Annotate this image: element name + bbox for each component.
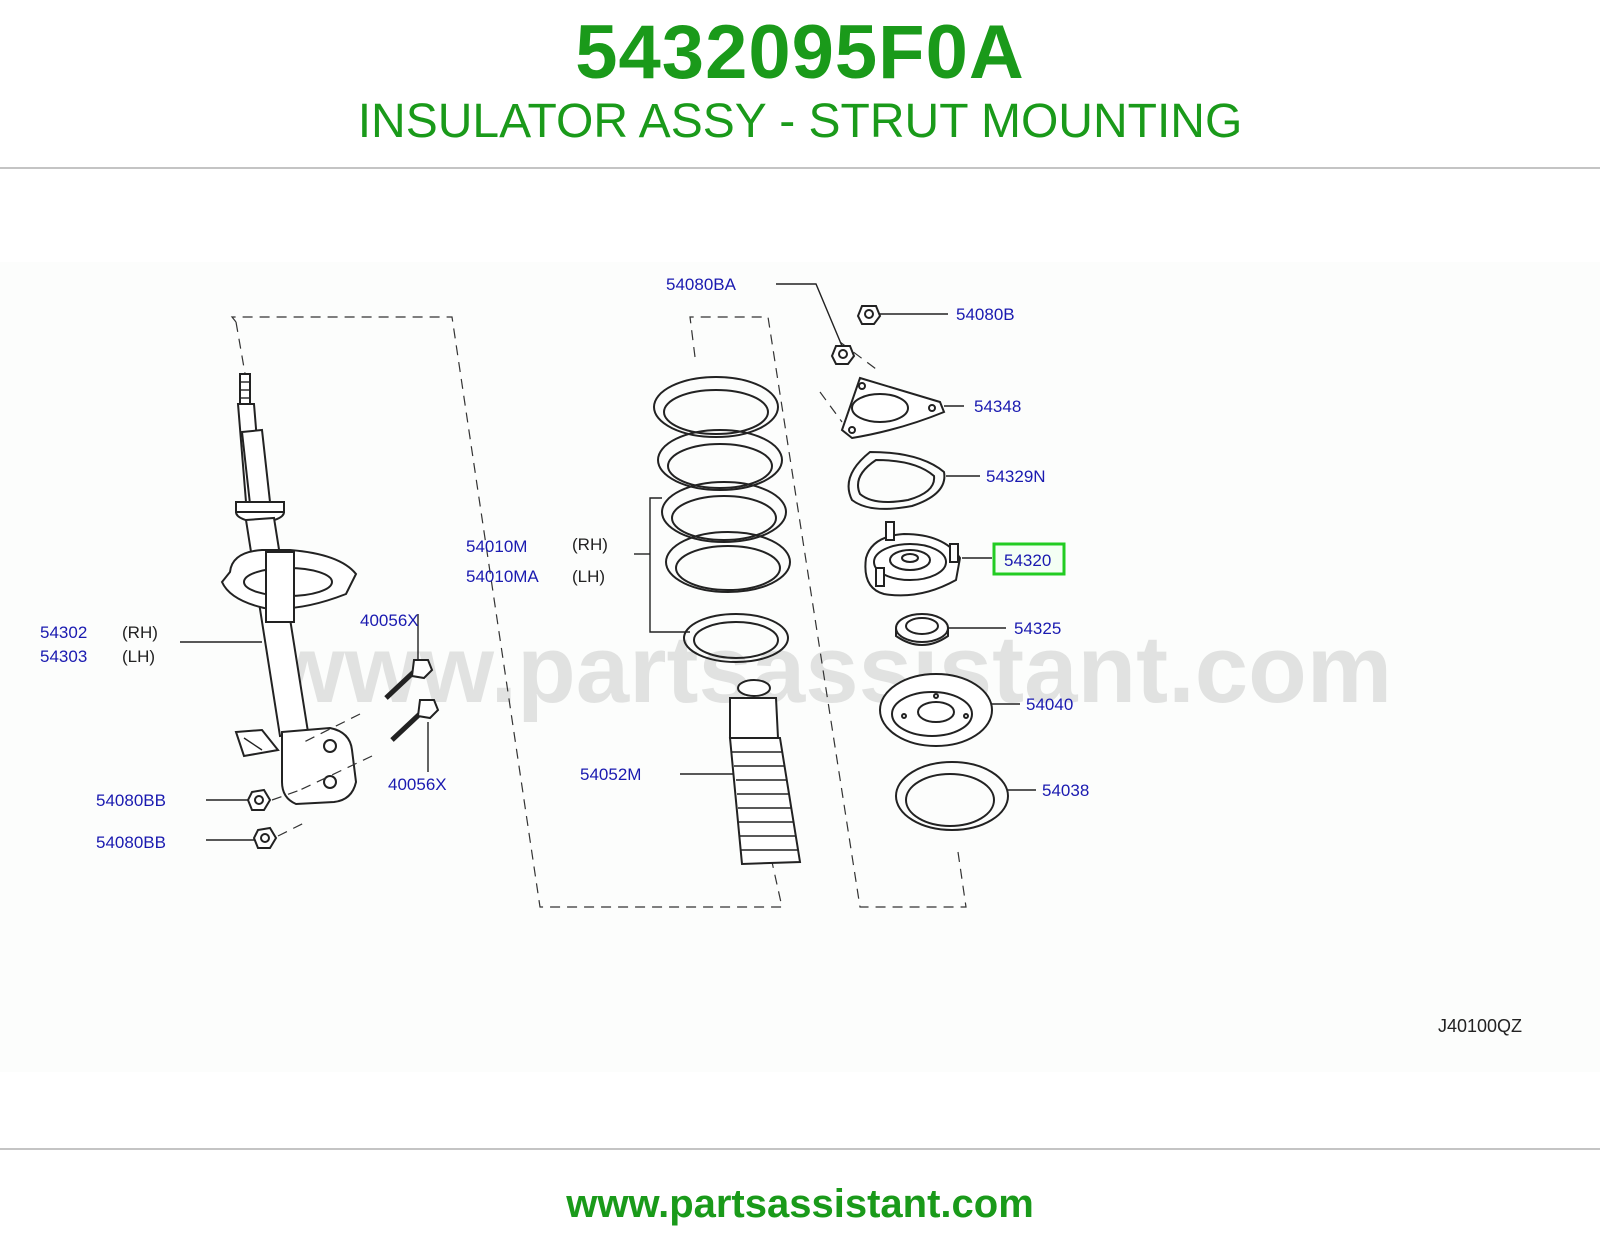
gasket-54329n-part[interactable] (847, 450, 946, 510)
rubber-seat-54038-part[interactable] (895, 761, 1009, 831)
label-54080ba[interactable]: 54080BA (666, 275, 737, 294)
label-54010ma[interactable]: 54010MA (466, 567, 539, 586)
side-rh-strut: (RH) (122, 623, 158, 642)
watermark-text: www.partsassistant.com (269, 616, 1392, 723)
part-number-title: 5432095F0A (575, 10, 1025, 95)
insulator-assy-54320-part[interactable] (864, 521, 962, 597)
strut-assembly-part[interactable] (220, 373, 358, 806)
header-divider (0, 167, 1600, 169)
side-lh-spring: (LH) (572, 567, 605, 586)
label-54329n[interactable]: 54329N (986, 467, 1046, 486)
label-54080bb-lower[interactable]: 54080BB (96, 833, 166, 852)
nut-54080ba-part[interactable] (830, 345, 856, 365)
rod-thread (239, 373, 251, 405)
side-lh-strut: (LH) (122, 647, 155, 666)
mount-plate-54348-part[interactable] (840, 376, 946, 440)
nut-54080bb-lower-part[interactable] (252, 826, 278, 849)
bearing-54325-part[interactable] (895, 613, 949, 646)
label-54303[interactable]: 54303 (40, 647, 87, 666)
nut-54080b-part[interactable] (856, 305, 882, 325)
footer-divider (0, 1148, 1600, 1150)
label-40056x-lower[interactable]: 40056X (388, 775, 447, 794)
bolt-40056x-lower-part[interactable] (390, 699, 440, 742)
bracket-spring (649, 497, 690, 633)
spring-seat-54040-part[interactable] (879, 673, 993, 747)
strut-group-outline (230, 316, 783, 908)
mount-group-edge-2 (819, 391, 843, 423)
label-54052m[interactable]: 54052M (580, 765, 641, 784)
nut-54080bb-upper-part[interactable] (246, 788, 272, 811)
leader-54080ba (776, 283, 843, 347)
side-rh-spring: (RH) (572, 535, 608, 554)
parts-diagram: www.partsassistant.com 54302 (RH) 54303 … (0, 262, 1600, 1072)
label-54080bb-upper[interactable]: 54080BB (96, 791, 166, 810)
label-54320-highlighted[interactable]: 54320 (1004, 551, 1051, 570)
label-54038[interactable]: 54038 (1042, 781, 1089, 800)
part-name-subtitle: INSULATOR ASSY - STRUT MOUNTING (357, 95, 1243, 148)
coil-spring-part[interactable] (653, 376, 791, 593)
label-54080b[interactable]: 54080B (956, 305, 1015, 324)
bolt-align-lower (299, 755, 373, 791)
strut-group-edge (235, 321, 251, 403)
bound-bumper-boot-part[interactable] (728, 679, 802, 866)
label-54302[interactable]: 54302 (40, 623, 87, 642)
footer-url-link[interactable]: www.partsassistant.com (566, 1182, 1034, 1226)
label-54010m[interactable]: 54010M (466, 537, 527, 556)
label-54040[interactable]: 54040 (1026, 695, 1073, 714)
page-header: 5432095F0A INSULATOR ASSY - STRUT MOUNTI… (0, 0, 1600, 168)
nut-align-upper (271, 789, 301, 801)
bolt-40056x-upper-part[interactable] (384, 659, 434, 700)
bolt-align-upper (299, 713, 361, 745)
spring-lower-seat-part[interactable] (683, 613, 789, 663)
label-40056x-upper[interactable]: 40056X (360, 611, 419, 630)
spring-group-outline (689, 316, 967, 908)
label-54348[interactable]: 54348 (974, 397, 1021, 416)
label-54325[interactable]: 54325 (1014, 619, 1061, 638)
exploded-view-drawing: www.partsassistant.com 54302 (RH) 54303 … (40, 275, 1522, 1036)
diagram-code: J40100QZ (1438, 1016, 1522, 1036)
nut-align-lower (277, 821, 307, 837)
highlight-box-54320 (992, 542, 1066, 576)
